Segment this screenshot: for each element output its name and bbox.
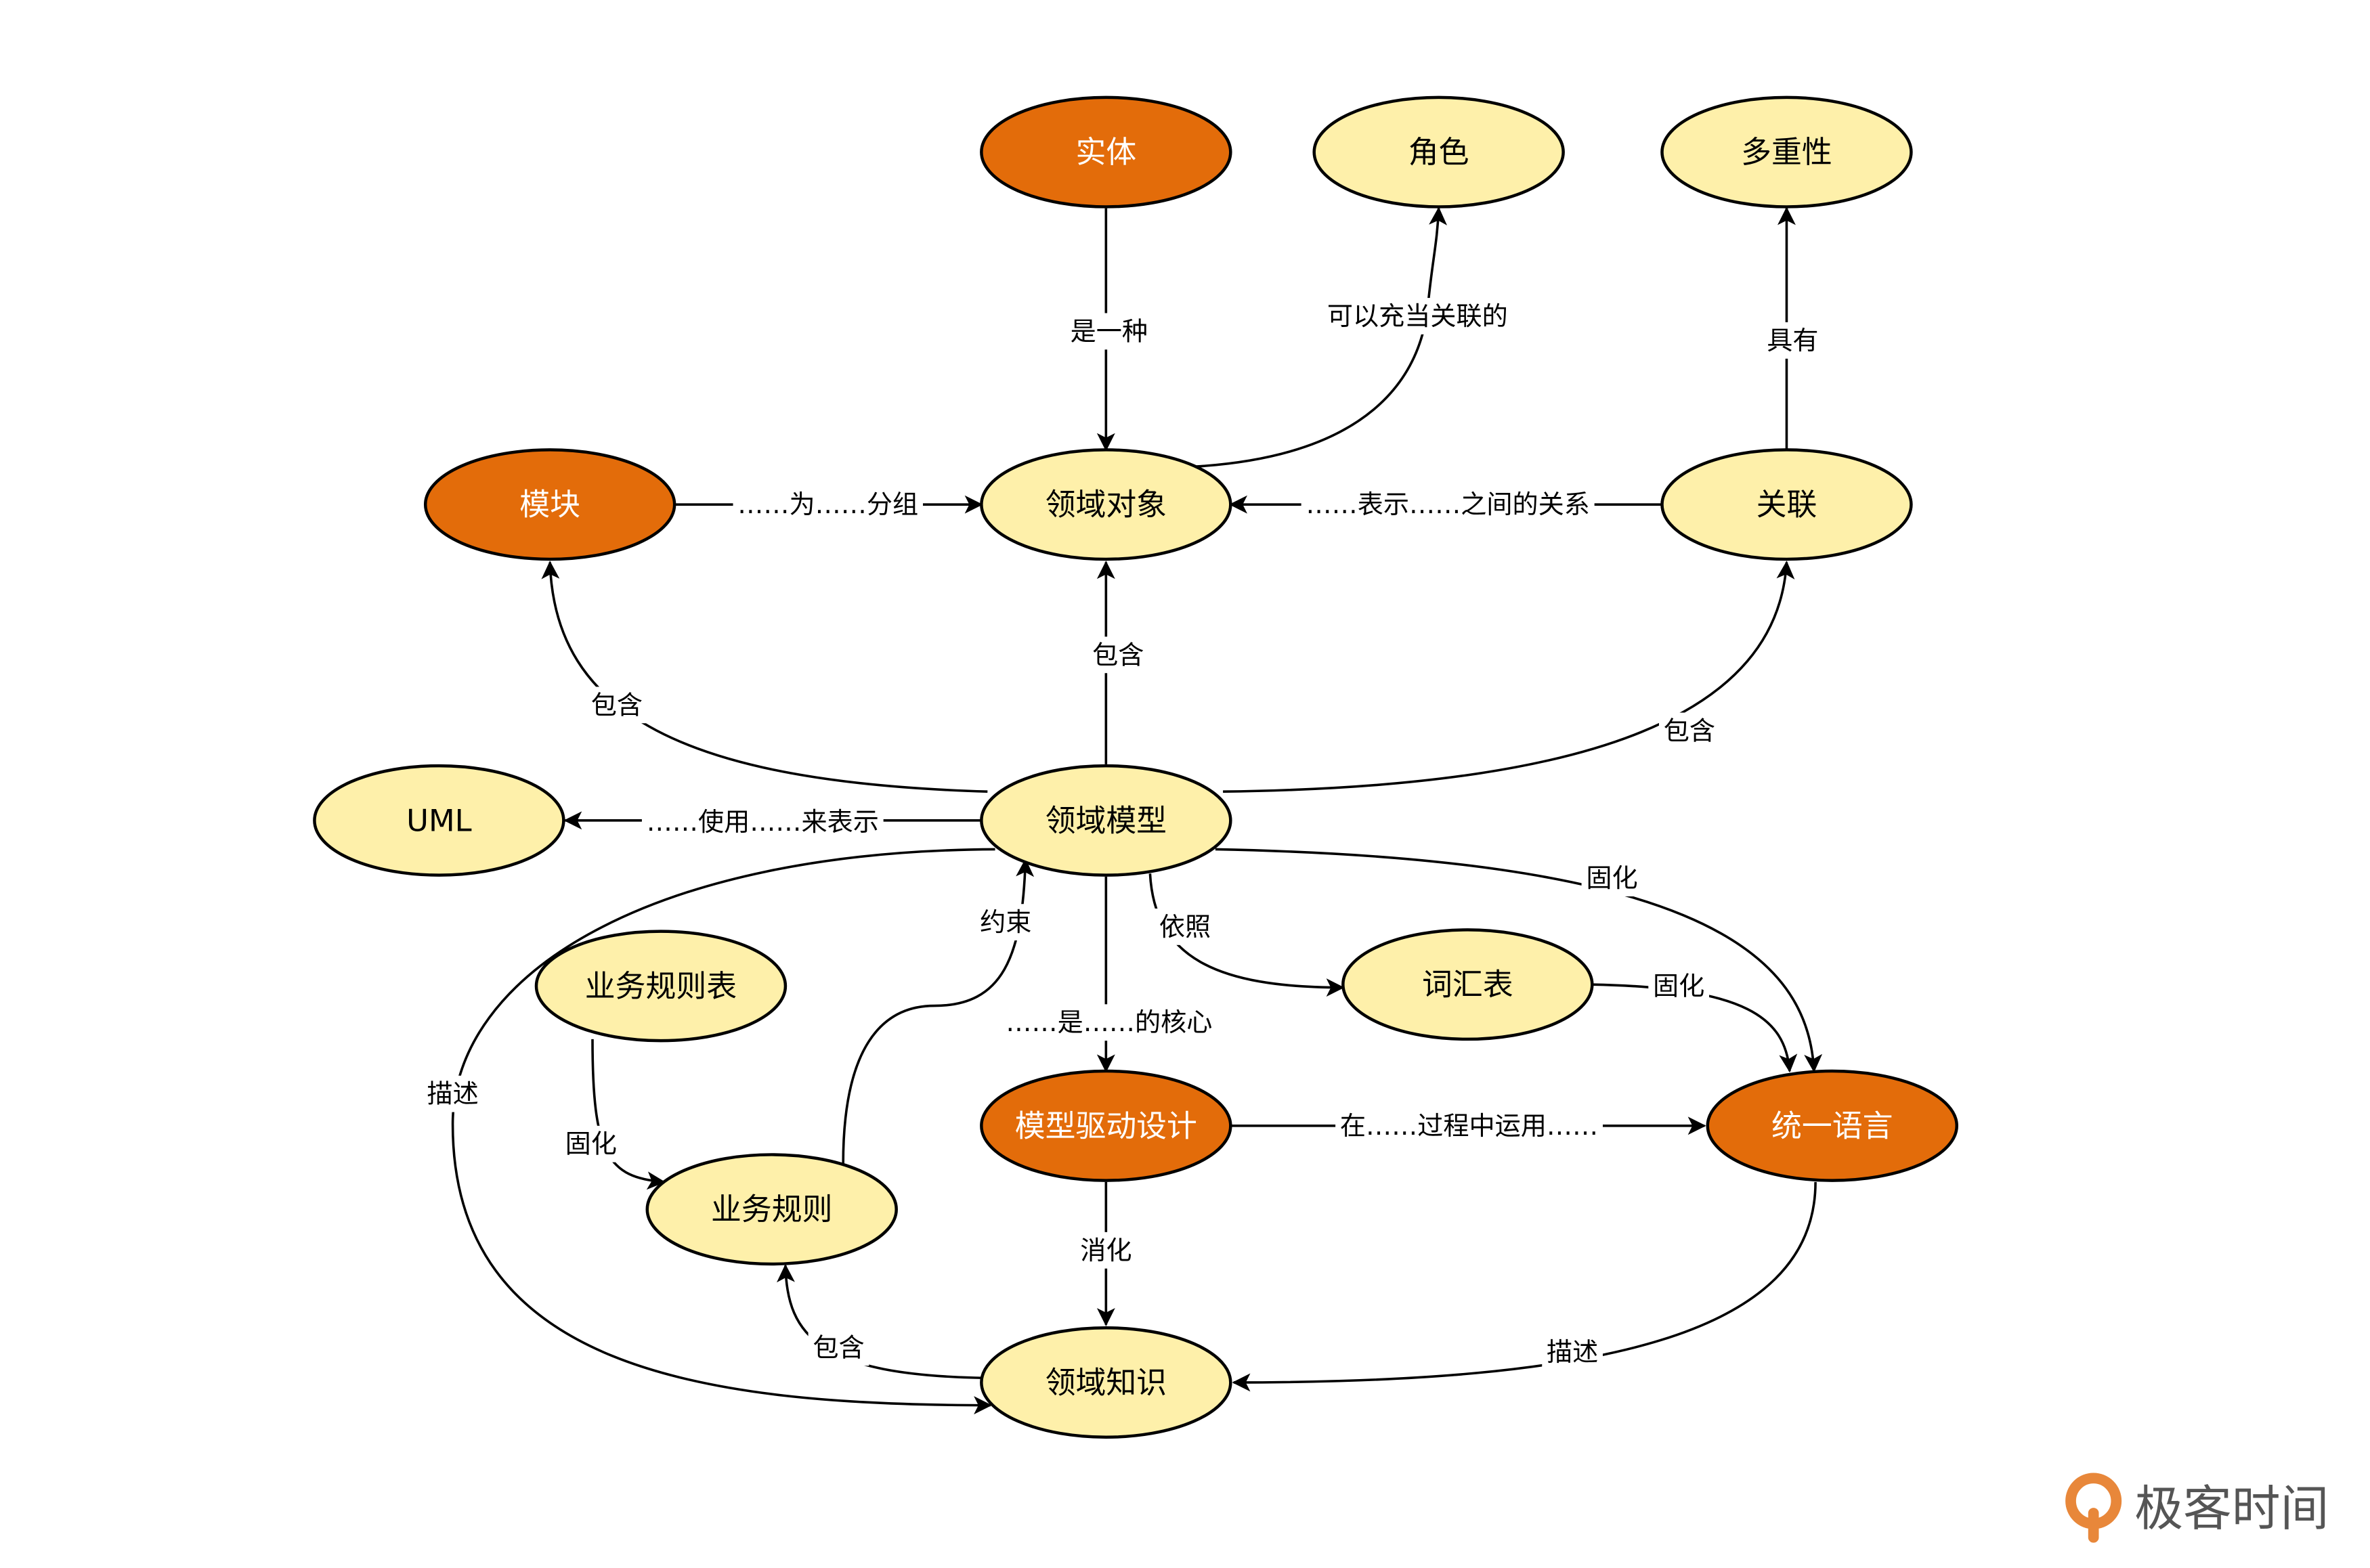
edge-domain-model-to-association	[1223, 561, 1795, 793]
edge-label-background	[422, 1075, 483, 1112]
node-domain-model: 领域模型	[980, 764, 1232, 877]
node-label: 多重性	[1741, 134, 1832, 170]
edge-label-background	[1075, 1232, 1137, 1269]
edge-label: ……使用……来表示	[647, 807, 879, 837]
node-label: 业务规则表	[585, 968, 737, 1004]
edge-label-background	[733, 486, 923, 523]
node-uml: UML	[313, 764, 565, 877]
node-label: 关联	[1757, 487, 1817, 523]
edge-label-background	[586, 687, 647, 724]
node-multiplicity: 多重性	[1660, 95, 1913, 209]
edge-label: 包含	[813, 1332, 864, 1362]
node-shape	[980, 95, 1232, 209]
edge-label-background	[1322, 298, 1513, 334]
node-label: 领域模型	[1046, 802, 1167, 838]
edge-label: 包含	[1092, 640, 1144, 670]
node-shape	[980, 764, 1232, 877]
edge-label: ……表示……之间的关系	[1306, 489, 1589, 519]
node-shape	[980, 1069, 1232, 1182]
node-label: 角色	[1408, 134, 1469, 170]
edge-label-background	[808, 1329, 869, 1366]
node-label: 词汇表	[1422, 967, 1513, 1003]
edge-label: 包含	[1664, 716, 1715, 745]
node-label: 实体	[1075, 134, 1136, 170]
node-business-rule-table: 业务规则表	[534, 930, 788, 1043]
node-shape	[1660, 95, 1913, 209]
geektime-logo-icon	[2065, 1473, 2122, 1543]
node-module: 模块	[423, 448, 676, 561]
edge-domain-model-to-ubiquitous-language	[1215, 848, 1823, 1073]
node-domain-knowledge: 领域知识	[980, 1326, 1232, 1439]
node-shape	[980, 448, 1232, 561]
node-model-driven-design: 模型驱动设计	[980, 1069, 1232, 1182]
edge-label: ……是……的核心	[1006, 1007, 1212, 1037]
node-label: 统一语言	[1771, 1108, 1893, 1144]
edge-label-background	[1335, 1107, 1603, 1144]
edge-label: 可以充当关联的	[1327, 301, 1508, 331]
edge-label: 固化	[1653, 971, 1704, 1001]
node-shape	[313, 764, 565, 877]
edge-label-background	[560, 1125, 622, 1162]
edge-label-background	[641, 804, 884, 841]
node-association: 关联	[1660, 448, 1913, 561]
node-label: 模块	[519, 487, 580, 523]
node-label: UML	[406, 802, 472, 838]
node-shape	[534, 930, 788, 1043]
edge-label: 固化	[1586, 863, 1637, 893]
edge-domain-model-to-glossary	[1148, 873, 1345, 997]
node-shape	[980, 1326, 1232, 1439]
edge-label: 包含	[591, 690, 643, 720]
edge-label-background	[1762, 322, 1824, 359]
edge-domain-object-to-role	[1195, 206, 1448, 468]
edge-label-background	[1087, 636, 1149, 674]
edge-label: 描述	[1547, 1337, 1598, 1367]
edge-label-background	[1581, 860, 1643, 897]
edge-label: ……为……分组	[737, 489, 918, 519]
edge-label: 约束	[980, 907, 1031, 937]
edge-label-background	[1001, 1004, 1218, 1041]
edge-domain-model-to-module	[541, 561, 988, 793]
edge-label-background	[975, 904, 1037, 941]
edge-label: 在……过程中运用……	[1340, 1111, 1598, 1141]
node-label: 业务规则	[711, 1192, 832, 1227]
edge-label-background	[1648, 967, 1710, 1005]
edge-ubiquitous-language-to-domain-knowledge	[1232, 1181, 1817, 1392]
edge-label: 描述	[427, 1079, 478, 1109]
node-label: 领域对象	[1046, 487, 1167, 523]
edge-label: 是一种	[1071, 316, 1148, 346]
node-label: 模型驱动设计	[1015, 1108, 1197, 1144]
edge-glossary-to-ubiquitous-language	[1592, 983, 1798, 1073]
node-shape	[1312, 95, 1565, 209]
edge-label: 依照	[1159, 912, 1211, 942]
edge-label-background	[1659, 712, 1720, 749]
node-shape	[1660, 448, 1913, 561]
node-ubiquitous-language: 统一语言	[1706, 1069, 1958, 1182]
edge-label-background	[1065, 313, 1152, 350]
node-shape	[423, 448, 676, 561]
node-glossary: 词汇表	[1341, 928, 1594, 1041]
edge-label: 具有	[1767, 326, 1818, 355]
edge-label: 固化	[565, 1129, 617, 1159]
edge-label-background	[1301, 486, 1595, 523]
edge-domain-model-to-domain-knowledge	[451, 848, 995, 1415]
logo-text: 极客时间	[2134, 1480, 2329, 1537]
node-business-rule: 业务规则	[645, 1153, 898, 1266]
node-label: 领域知识	[1046, 1364, 1167, 1400]
node-domain-object: 领域对象	[980, 448, 1232, 561]
edge-label: 消化	[1080, 1236, 1132, 1265]
edge-label-background	[1542, 1334, 1603, 1371]
logo: 极客时间	[2065, 1473, 2329, 1543]
node-shape	[1706, 1069, 1958, 1182]
node-entity: 实体	[980, 95, 1232, 209]
node-shape	[645, 1153, 898, 1266]
node-role: 角色	[1312, 95, 1565, 209]
edge-label-background	[1155, 908, 1215, 945]
node-shape	[1341, 928, 1594, 1041]
